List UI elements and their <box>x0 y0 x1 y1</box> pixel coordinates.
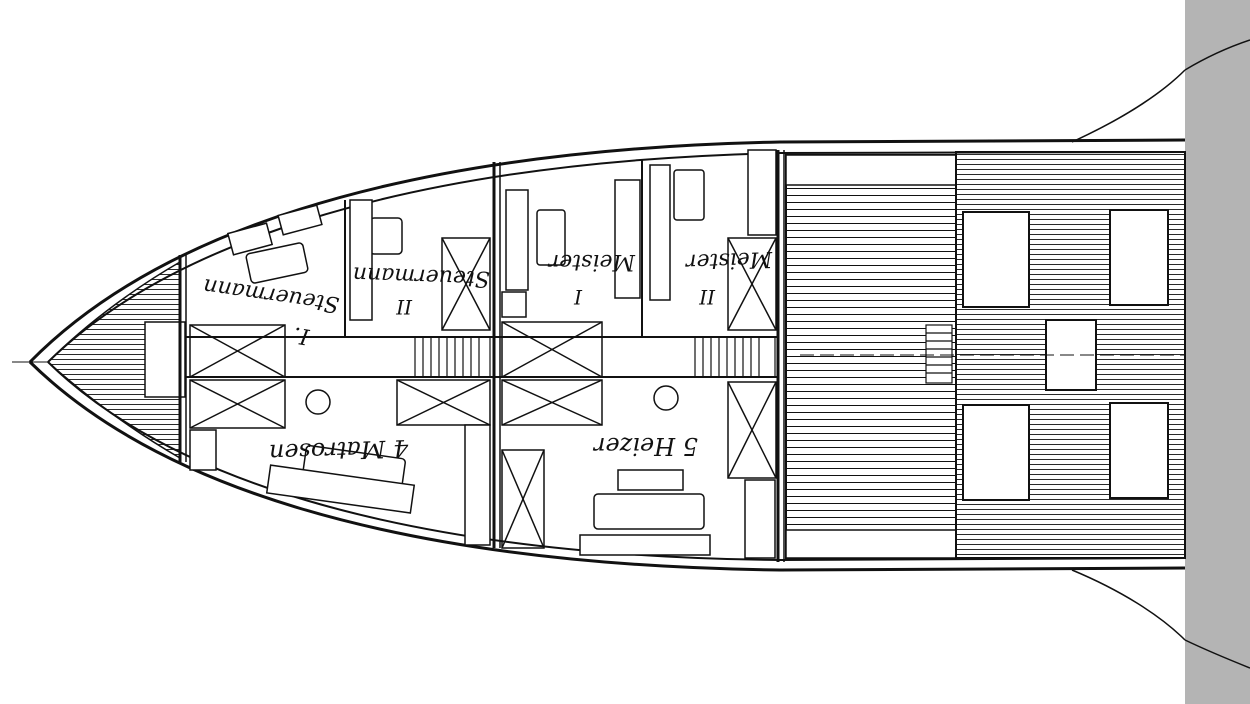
box-f <box>501 379 603 426</box>
furniture <box>189 149 777 559</box>
crossed-boxes <box>189 237 777 549</box>
hull-outer-line <box>28 138 1186 572</box>
box-h <box>727 381 777 479</box>
table <box>245 242 309 284</box>
label-heizer: 5 Heizer <box>592 432 698 460</box>
berth <box>649 164 671 301</box>
label-meister-1: Meister <box>547 249 636 274</box>
bench <box>265 464 416 514</box>
bulkheads <box>178 150 785 562</box>
bench <box>226 222 274 256</box>
label-matrosen: 4 Matrosen <box>269 434 410 467</box>
hold <box>785 151 1186 559</box>
small-stair <box>925 324 953 384</box>
berth <box>349 199 373 321</box>
box-g <box>727 237 777 331</box>
locker <box>747 149 777 236</box>
forepeak-hatch <box>144 321 186 398</box>
label-meister-1-numeral: I <box>573 285 583 309</box>
hatch-cover <box>1109 209 1169 306</box>
berth <box>744 479 776 559</box>
stair-right <box>694 336 776 378</box>
bench <box>579 534 711 556</box>
bench <box>277 204 323 236</box>
label-steuermann-1-numeral: I. <box>291 321 312 349</box>
table <box>536 209 566 266</box>
scan-margin-strip <box>1185 0 1250 704</box>
berth <box>505 189 529 291</box>
chair <box>369 217 403 255</box>
hatch-cover <box>1109 402 1169 499</box>
stair-left <box>414 336 491 378</box>
flare-bottom <box>1071 569 1186 641</box>
label-steuermann-2-numeral: II <box>395 295 413 319</box>
label-meister-2: Meister <box>684 246 774 274</box>
table <box>673 169 705 221</box>
box-c <box>441 237 491 331</box>
box-e <box>501 321 603 378</box>
box-d <box>396 379 491 426</box>
box-a <box>189 324 286 378</box>
scuttle <box>653 385 679 411</box>
locker <box>501 291 527 318</box>
bench <box>617 469 684 491</box>
table <box>593 493 705 530</box>
scuttle <box>305 389 331 415</box>
flare-top-far <box>1184 39 1250 71</box>
berth <box>189 429 217 471</box>
box-b <box>189 379 286 429</box>
label-steuermann-2: Steuermann <box>352 261 490 291</box>
room-labels: Steuermann I. Steuermann II Meister I Me… <box>202 246 774 467</box>
label-meister-2-numeral: II <box>698 285 716 309</box>
berth <box>464 424 491 546</box>
berth <box>614 179 641 299</box>
flare-top <box>1071 69 1186 143</box>
hatch-cover <box>962 404 1030 501</box>
box-i <box>501 449 545 549</box>
hatch-cover <box>962 211 1030 308</box>
flare-bottom-far <box>1184 639 1250 669</box>
